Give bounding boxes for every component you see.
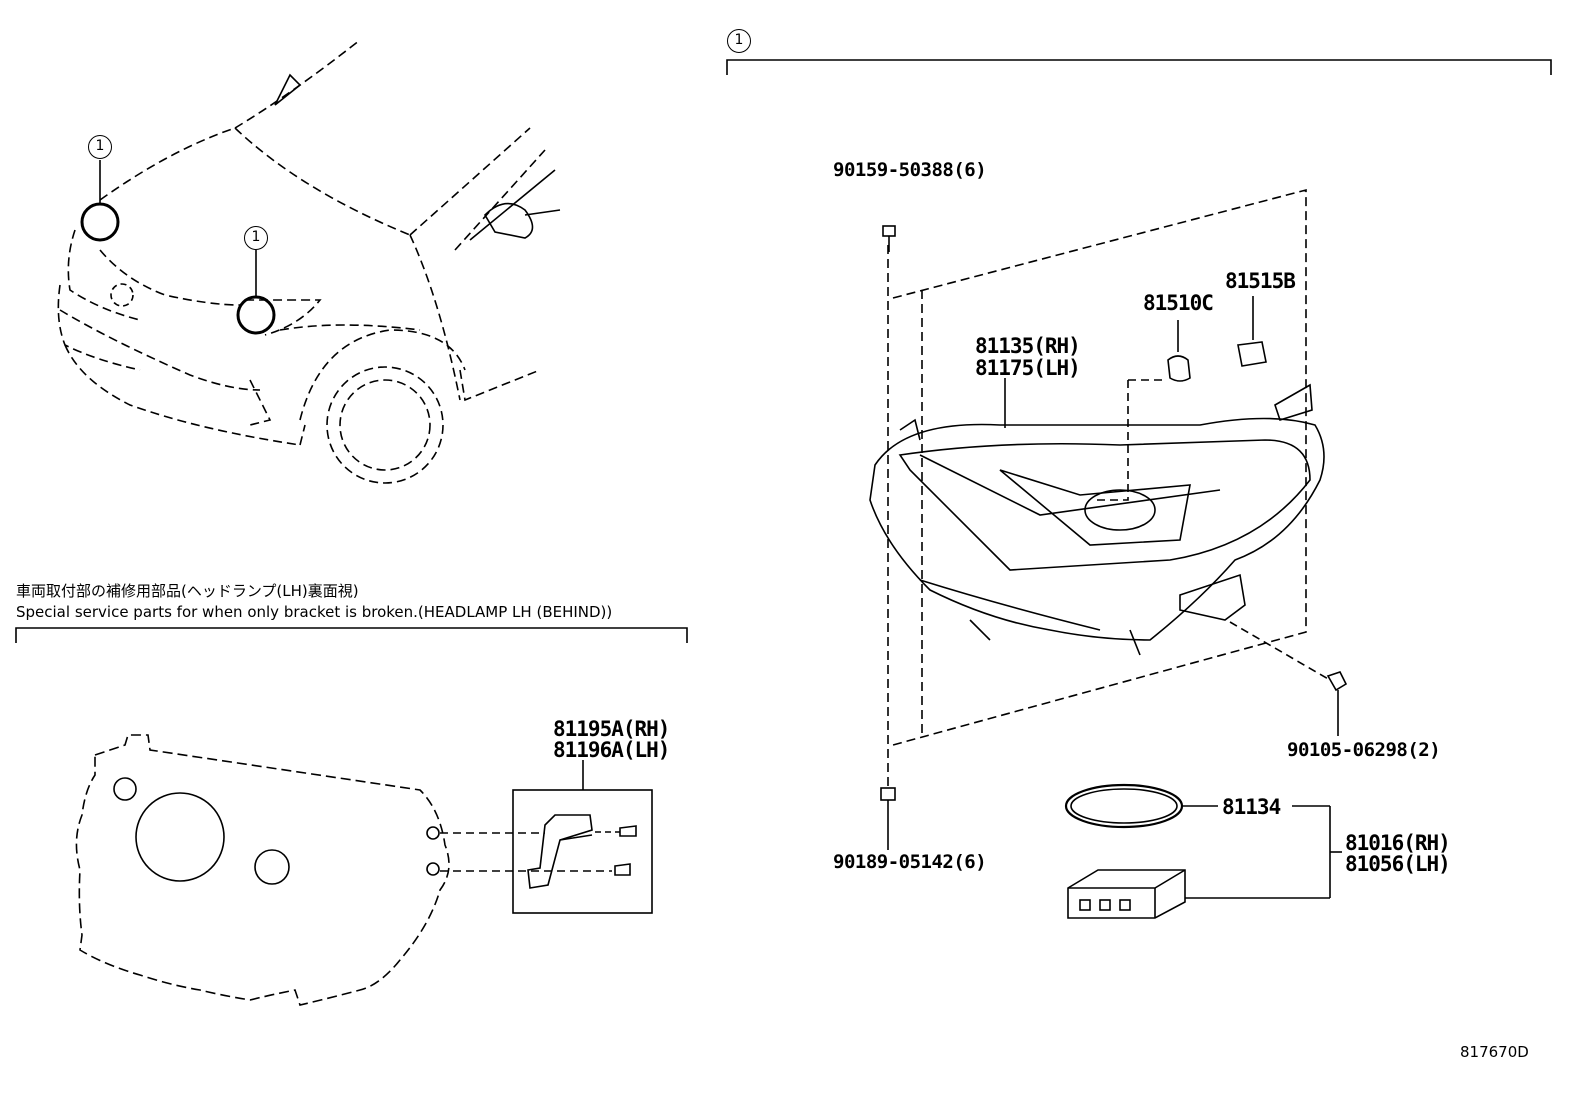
diagram-code: 817670D [1460,1043,1529,1061]
part-number-label: 90105-06298(2) [1287,739,1441,761]
part-number-label: 81135(RH) [975,334,1081,358]
part-number-label: 81510C [1143,291,1214,315]
part-number-label: 81056(LH) [1345,852,1451,876]
part-number-label: 81196A(LH) [553,738,670,762]
callout-1-marker: 1 [727,29,751,53]
note-bracket-line [15,627,688,643]
callout-1-marker: 1 [244,226,268,250]
gasket-ring-icon [1064,783,1184,829]
part-number-label: 81016(RH) [1345,831,1451,855]
bolt-right-icon [1326,671,1348,736]
part-number-label: 81515B [1225,269,1296,293]
bulb-81510c-icon [1167,320,1191,382]
vehicle-front-illustration [57,39,561,484]
ecu-module-icon [1067,869,1186,919]
bracket-kit-box [512,760,653,914]
assembly-bracket-line [726,59,1552,75]
note-japanese: 車両取付部の補修用部品(ヘッドランプ(LH)裏面視) [16,582,359,600]
part-number-label: 81134 [1222,795,1281,819]
part-number-label: 90189-05142(6) [833,851,987,873]
screw-bottom-icon [880,787,896,850]
screw-top-icon [882,225,896,252]
part-number-label: 81195A(RH) [553,717,670,741]
note-english: Special service parts for when only brac… [16,603,613,621]
bulb-81515b-icon [1237,296,1267,367]
headlamp-assembly-illustration [869,188,1348,919]
bracket-screw-icon [614,825,637,876]
part-number-label: 90159-50388(6) [833,159,987,181]
headlamp-rear-view-illustration [75,734,612,1006]
part-number-label: 81175(LH) [975,356,1081,380]
callout-1-marker: 1 [88,135,112,159]
